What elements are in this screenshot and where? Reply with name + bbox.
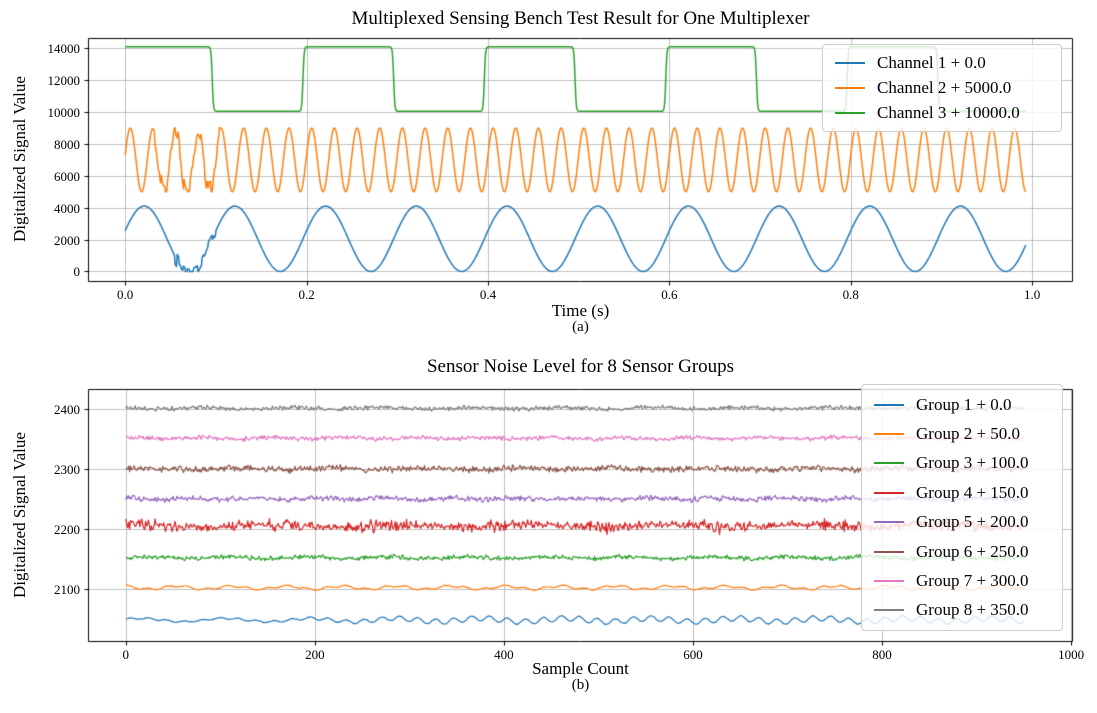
legend-line-swatch	[874, 403, 904, 406]
legend-label: Group 3 + 100.0	[916, 453, 1029, 473]
y-tick-label: 12000	[47, 73, 81, 89]
chart-b-y-axis-label: Digitalized Signal Value	[10, 432, 29, 598]
legend-line-swatch	[874, 609, 904, 612]
x-tick-label: 1000	[1058, 647, 1085, 662]
legend-line-swatch	[874, 462, 904, 465]
legend-label: Group 2 + 50.0	[916, 424, 1021, 444]
legend-entry: Group 2 + 50.0	[874, 419, 1050, 448]
legend-entry: Channel 2 + 5000.0	[835, 75, 1049, 100]
chart-a-sublabel: (a)	[572, 319, 589, 335]
legend-label: Group 5 + 200.0	[916, 512, 1029, 532]
legend-line-swatch	[874, 491, 904, 494]
y-tick-label: 0	[73, 264, 81, 280]
legend-line-swatch	[835, 86, 865, 89]
legend-entry: Group 8 + 350.0	[874, 596, 1050, 625]
x-tick-label: 200	[305, 647, 325, 662]
legend-entry: Channel 1 + 0.0	[835, 50, 1049, 75]
legend-line-swatch	[874, 521, 904, 524]
y-tick-label: 4000	[54, 200, 80, 216]
legend-line-swatch	[835, 61, 865, 64]
x-tick-label: 600	[683, 647, 703, 662]
legend-entry: Group 7 + 300.0	[874, 566, 1050, 595]
y-tick-label: 2200	[54, 521, 80, 537]
legend-label: Channel 3 + 10000.0	[877, 103, 1020, 123]
legend-entry: Group 3 + 100.0	[874, 449, 1050, 478]
legend-label: Group 7 + 300.0	[916, 571, 1029, 591]
legend-line-swatch	[835, 112, 865, 115]
y-tick-label: 2400	[54, 401, 80, 417]
x-tick-label: 0.2	[298, 287, 315, 302]
legend-label: Group 1 + 0.0	[916, 394, 1012, 414]
x-tick-label: 400	[494, 647, 514, 662]
y-tick-label: 14000	[47, 41, 81, 57]
legend-entry: Channel 3 + 10000.0	[835, 101, 1049, 126]
chart-a-x-axis-label: Time (s)	[551, 301, 610, 320]
legend-entry: Group 5 + 200.0	[874, 508, 1050, 537]
x-tick-label: 0.0	[117, 287, 134, 302]
legend-entry: Group 6 + 250.0	[874, 537, 1050, 566]
chart-b-sublabel: (b)	[571, 677, 590, 693]
x-tick-label: 0.6	[661, 287, 678, 302]
y-tick-label: 8000	[54, 136, 80, 152]
x-tick-label: 800	[872, 647, 892, 662]
legend-label: Channel 1 + 0.0	[877, 52, 986, 72]
legend-label: Group 6 + 250.0	[916, 541, 1029, 561]
x-tick-label: 0.8	[842, 287, 859, 302]
x-tick-label: 0.4	[479, 287, 497, 302]
chart-a-y-axis-label: Digitalized Signal Value	[10, 76, 29, 242]
legend-line-swatch	[874, 433, 904, 436]
legend-line-swatch	[874, 580, 904, 583]
legend-label: Group 8 + 350.0	[916, 600, 1029, 620]
legend-label: Group 4 + 150.0	[916, 482, 1029, 502]
y-tick-label: 2300	[54, 461, 80, 477]
y-tick-label: 6000	[54, 168, 80, 184]
y-tick-label: 10000	[47, 105, 81, 121]
legend-entry: Group 1 + 0.0	[874, 390, 1050, 419]
chart-b-x-axis-label: Sample Count	[532, 659, 629, 678]
legend-label: Channel 2 + 5000.0	[877, 77, 1012, 97]
y-tick-label: 2000	[54, 232, 80, 248]
legend-entry: Group 4 + 150.0	[874, 478, 1050, 507]
y-tick-label: 2100	[54, 581, 80, 597]
x-tick-label: 0	[122, 647, 130, 662]
x-tick-label: 1.0	[1024, 287, 1041, 302]
chart-a-title: Multiplexed Sensing Bench Test Result fo…	[351, 8, 810, 29]
chart-b-title: Sensor Noise Level for 8 Sensor Groups	[426, 356, 735, 377]
legend-line-swatch	[874, 550, 904, 553]
